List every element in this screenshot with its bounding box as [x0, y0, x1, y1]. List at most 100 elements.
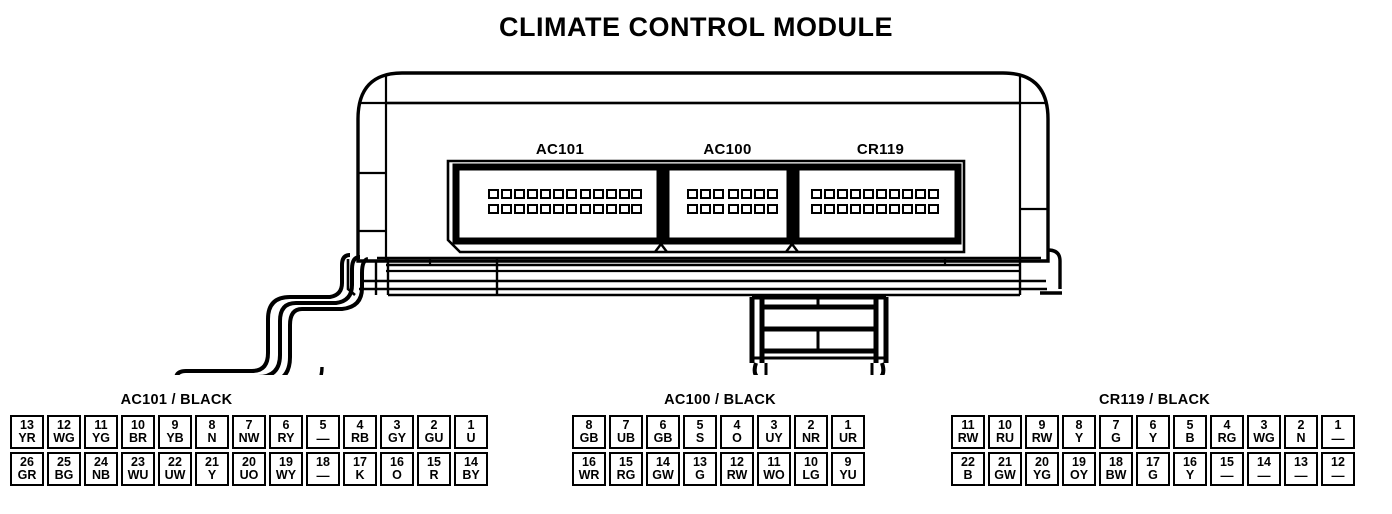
pin-number: 24 [94, 455, 108, 470]
pin-wire-code: GW [994, 468, 1016, 482]
pin-number: 16 [1183, 455, 1197, 470]
pin-number: 2 [430, 418, 438, 433]
cavity-notch-left [654, 242, 668, 253]
bracket-leg-right [879, 362, 886, 375]
pin-number: 18 [316, 455, 330, 469]
bracket-joint [346, 259, 356, 296]
pin-wire-code: OY [1069, 468, 1089, 482]
connector-label-ac100: AC100 [703, 141, 752, 158]
pin-wire-code: Y [207, 468, 217, 482]
pin-grid-cr119 [811, 189, 939, 214]
pin-wire-code: BW [1105, 468, 1127, 482]
pin-number: 17 [353, 455, 367, 470]
pin-number: 12 [730, 455, 744, 470]
pin-number: 16 [582, 455, 596, 470]
pin-number: 10 [804, 455, 818, 470]
pin-wire-code: BY [462, 468, 480, 482]
pin-wire-code: WO [763, 468, 785, 482]
pin-number: 17 [1146, 455, 1160, 470]
pin-number: 25 [57, 455, 71, 470]
pin-cell: 1— [1321, 415, 1355, 449]
pin-number: 1 [467, 418, 475, 433]
pin-number: 22 [168, 455, 182, 470]
pin-number: 14 [464, 455, 478, 470]
pin-wire-code: NB [91, 468, 111, 482]
pin-number: 21 [205, 455, 219, 470]
pin-table-title-ac101: AC101 / BLACK [120, 392, 233, 408]
right-tab [1047, 248, 1062, 289]
pin-wire-code: N [1296, 431, 1306, 445]
connector-label-ac101: AC101 [535, 141, 585, 158]
pin-wire-code: G [695, 468, 705, 482]
pin-number: 9 [171, 418, 179, 433]
pin-wire-code: — [1220, 467, 1234, 483]
pin-wire-code: YB [166, 431, 184, 445]
connector-label-cr119: CR119 [856, 141, 905, 158]
pin-wire-code: WY [275, 468, 297, 482]
pin-number: 19 [1072, 455, 1086, 470]
pin-number: 11 [94, 418, 108, 433]
pin-number: 16 [390, 455, 404, 470]
pin-wire-code: RY [277, 431, 295, 445]
pin-number: 3 [770, 418, 778, 433]
pin-wire-code: RB [350, 431, 370, 445]
left-mounting-bracket [174, 253, 369, 375]
pin-number: 4 [1223, 418, 1231, 433]
pin-wire-code: YG [1032, 468, 1052, 482]
pin-wire-code: — [316, 467, 330, 483]
pin-wire-code: R [429, 468, 439, 482]
pin-wire-code: YU [839, 468, 857, 482]
pin-wire-code: GW [652, 468, 674, 482]
pin-wire-code: U [466, 431, 476, 445]
pin-cell: 18— [306, 452, 340, 486]
pin-wire-code: NR [801, 431, 821, 445]
pin-wire-code: RG [616, 468, 636, 482]
pin-table-title-ac100: AC100 / BLACK [664, 392, 776, 408]
pin-cell: 15— [1210, 452, 1244, 486]
pin-wire-code: RW [957, 431, 979, 445]
pin-number: 6 [1149, 418, 1157, 433]
pin-wire-code: RG [1217, 431, 1237, 445]
pin-wire-code: UO [239, 468, 259, 482]
pin-number: 8 [1075, 418, 1083, 433]
pin-number: 3 [393, 418, 401, 433]
pin-wire-code: — [1331, 430, 1345, 446]
